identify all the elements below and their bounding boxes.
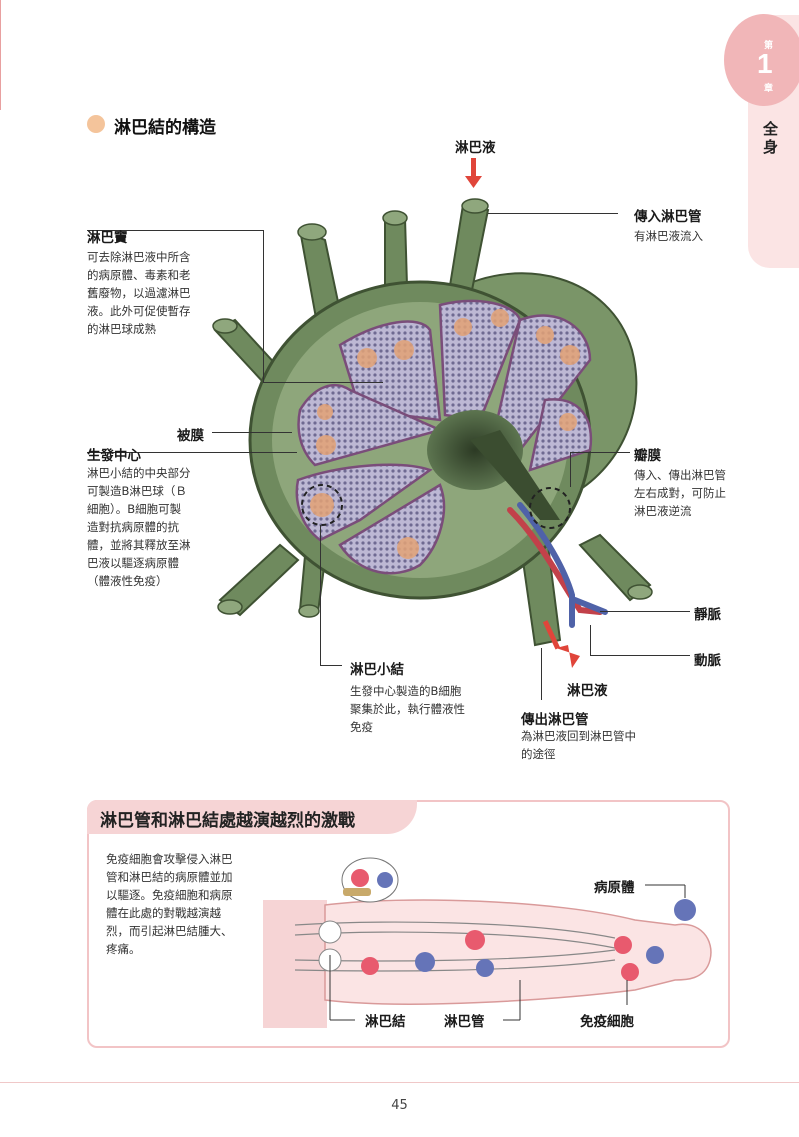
efferent-vessel-desc: 為淋巴液回到淋巴管中的途徑 [521,729,636,761]
flow-arrow-icon [465,158,580,668]
info-box-header [87,800,417,834]
afferent-vessel-label: 傳入淋巴管 [634,209,702,225]
valve-desc: 傳入、傳出淋巴管左右成對，可防止 淋巴液逆流 [634,468,726,518]
pathogen-label: 病原體 [594,880,635,896]
efferent-vessel-label: 傳出淋巴管 [521,712,589,728]
chapter-title: 全身 [763,120,779,156]
page-number: 45 [391,1098,408,1113]
leader-line [541,648,542,700]
leader-line [320,525,321,665]
margin-rule [0,0,1,110]
leader-line [263,382,383,383]
leader-line [263,230,264,382]
chapter-badge [724,14,799,106]
leader-line [570,452,571,487]
leader-line [570,452,630,453]
info-box-title: 淋巴管和淋巴結處越演越烈的激戰 [100,811,355,831]
leader-line [212,432,292,433]
footer-rule [0,1082,799,1083]
lymph-nodule-desc: 生發中心製造的B細胞聚集於此，執行體液性 免疫 [350,684,465,734]
germinal-center-desc: 淋巴小結的中央部分可製造B淋巴球（Ｂ 細胞）。B細胞可製造對抗病原體的抗 體，並… [87,466,191,588]
lymph-node-label: 淋巴結 [365,1014,406,1030]
lymph-fluid-out-label: 淋巴液 [567,683,608,699]
lymph-node-diagram [212,158,653,668]
chapter-suffix: 章 [764,84,774,94]
afferent-vessel-desc: 有淋巴液流入 [634,229,703,243]
chapter-number: 1 [757,48,773,79]
chapter-prefix: 第 [764,41,774,51]
leader-line [488,213,618,214]
section-bullet-icon [87,115,105,133]
arm-illustration [263,857,712,1028]
immune-cell-label: 免疫細胞 [580,1014,634,1030]
leader-line [590,625,591,655]
pathogen-icon [415,899,696,977]
leader-line [87,230,263,231]
valve-label: 瓣膜 [634,448,661,464]
germinal-center-label: 生發中心 [87,448,141,464]
leader-line [87,452,297,453]
capsule-label: 被膜 [177,428,204,444]
sinus-desc: 可去除淋巴液中所含的病原體、毒素和老 舊廢物，以過濾淋巴液。此外可促使暫存 的淋… [87,250,191,336]
sinus-label: 淋巴竇 [87,230,128,246]
artery-label: 動脈 [694,653,721,669]
lymph-vessel-label: 淋巴管 [444,1014,485,1030]
lymph-fluid-label: 淋巴液 [455,140,496,156]
leader-line [320,665,342,666]
leader-line [600,611,690,612]
info-box-text: 免疫細胞會攻擊侵入淋巴管和淋巴結的病原體並加以驅逐。免疫細胞和病原 體在此處的對… [106,852,233,956]
vein-label: 靜脈 [694,607,721,623]
lymph-nodule-label: 淋巴小結 [350,662,404,678]
leader-line [590,655,690,656]
immune-cell-icon [361,930,639,981]
section-title: 淋巴結的構造 [114,118,216,138]
